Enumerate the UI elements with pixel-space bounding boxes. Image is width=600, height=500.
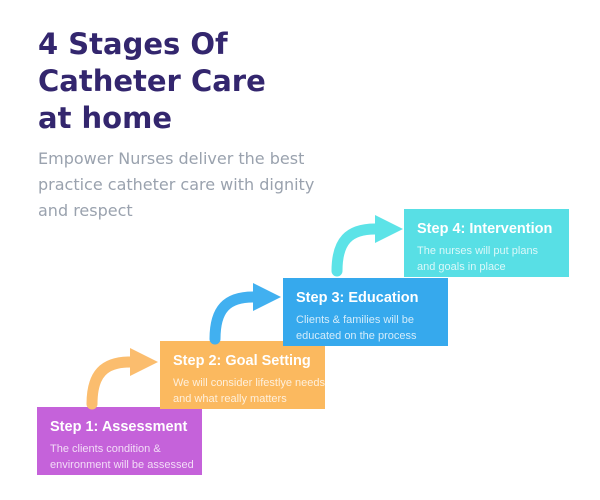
curved-arrow-step2-to-step3-icon [209,283,281,345]
arrow-2-curve [209,291,259,345]
curved-arrow-step3-to-step4-icon [331,215,403,277]
step-4-description-line-2: and goals in place [417,261,506,273]
step-3-description-line-2: educated on the process [296,330,417,342]
step-1-assessment-box: Step 1: Assessment The clients condition… [37,407,202,475]
step-2-description-line-2: and what really matters [173,393,287,405]
curved-arrow-step1-to-step2-icon [86,348,158,410]
step-3-label: Step 3: Education [296,290,419,306]
arrow-3-head [375,215,403,243]
page-title-line-1: 4 Stages Of [38,27,228,61]
arrow-1-curve [86,356,136,410]
step-1-description-line-2: environment will be assessed [50,459,194,471]
step-1-description-line-1: The clients condition & [50,443,161,455]
step-4-description-line-1: The nurses will put plans [417,245,539,257]
step-4-intervention-box: Step 4: Intervention The nurses will put… [404,209,569,277]
step-3-description-line-1: Clients & families will be [296,314,414,326]
page-subtitle-line-1: Empower Nurses deliver the best [38,149,305,168]
page-subtitle-line-2: practice catheter care with dignity [38,175,315,194]
page-title: 4 Stages Of Catheter Care at home [38,26,266,137]
page-subtitle: Empower Nurses deliver the best practice… [38,146,314,224]
page-title-line-2: Catheter Care [38,64,266,98]
arrow-2-head [253,283,281,311]
step-3-education-box: Step 3: Education Clients & families wil… [283,278,448,346]
step-4-label: Step 4: Intervention [417,221,553,237]
arrow-3-curve [331,223,381,277]
page-title-line-3: at home [38,101,172,135]
step-2-label: Step 2: Goal Setting [173,353,311,369]
step-2-goal-setting-box: Step 2: Goal Setting We will consider li… [160,341,325,409]
page-subtitle-line-3: and respect [38,201,133,220]
arrow-1-head [130,348,158,376]
step-1-label: Step 1: Assessment [50,419,188,435]
step-2-description-line-1: We will consider lifestlye needs [173,377,326,389]
